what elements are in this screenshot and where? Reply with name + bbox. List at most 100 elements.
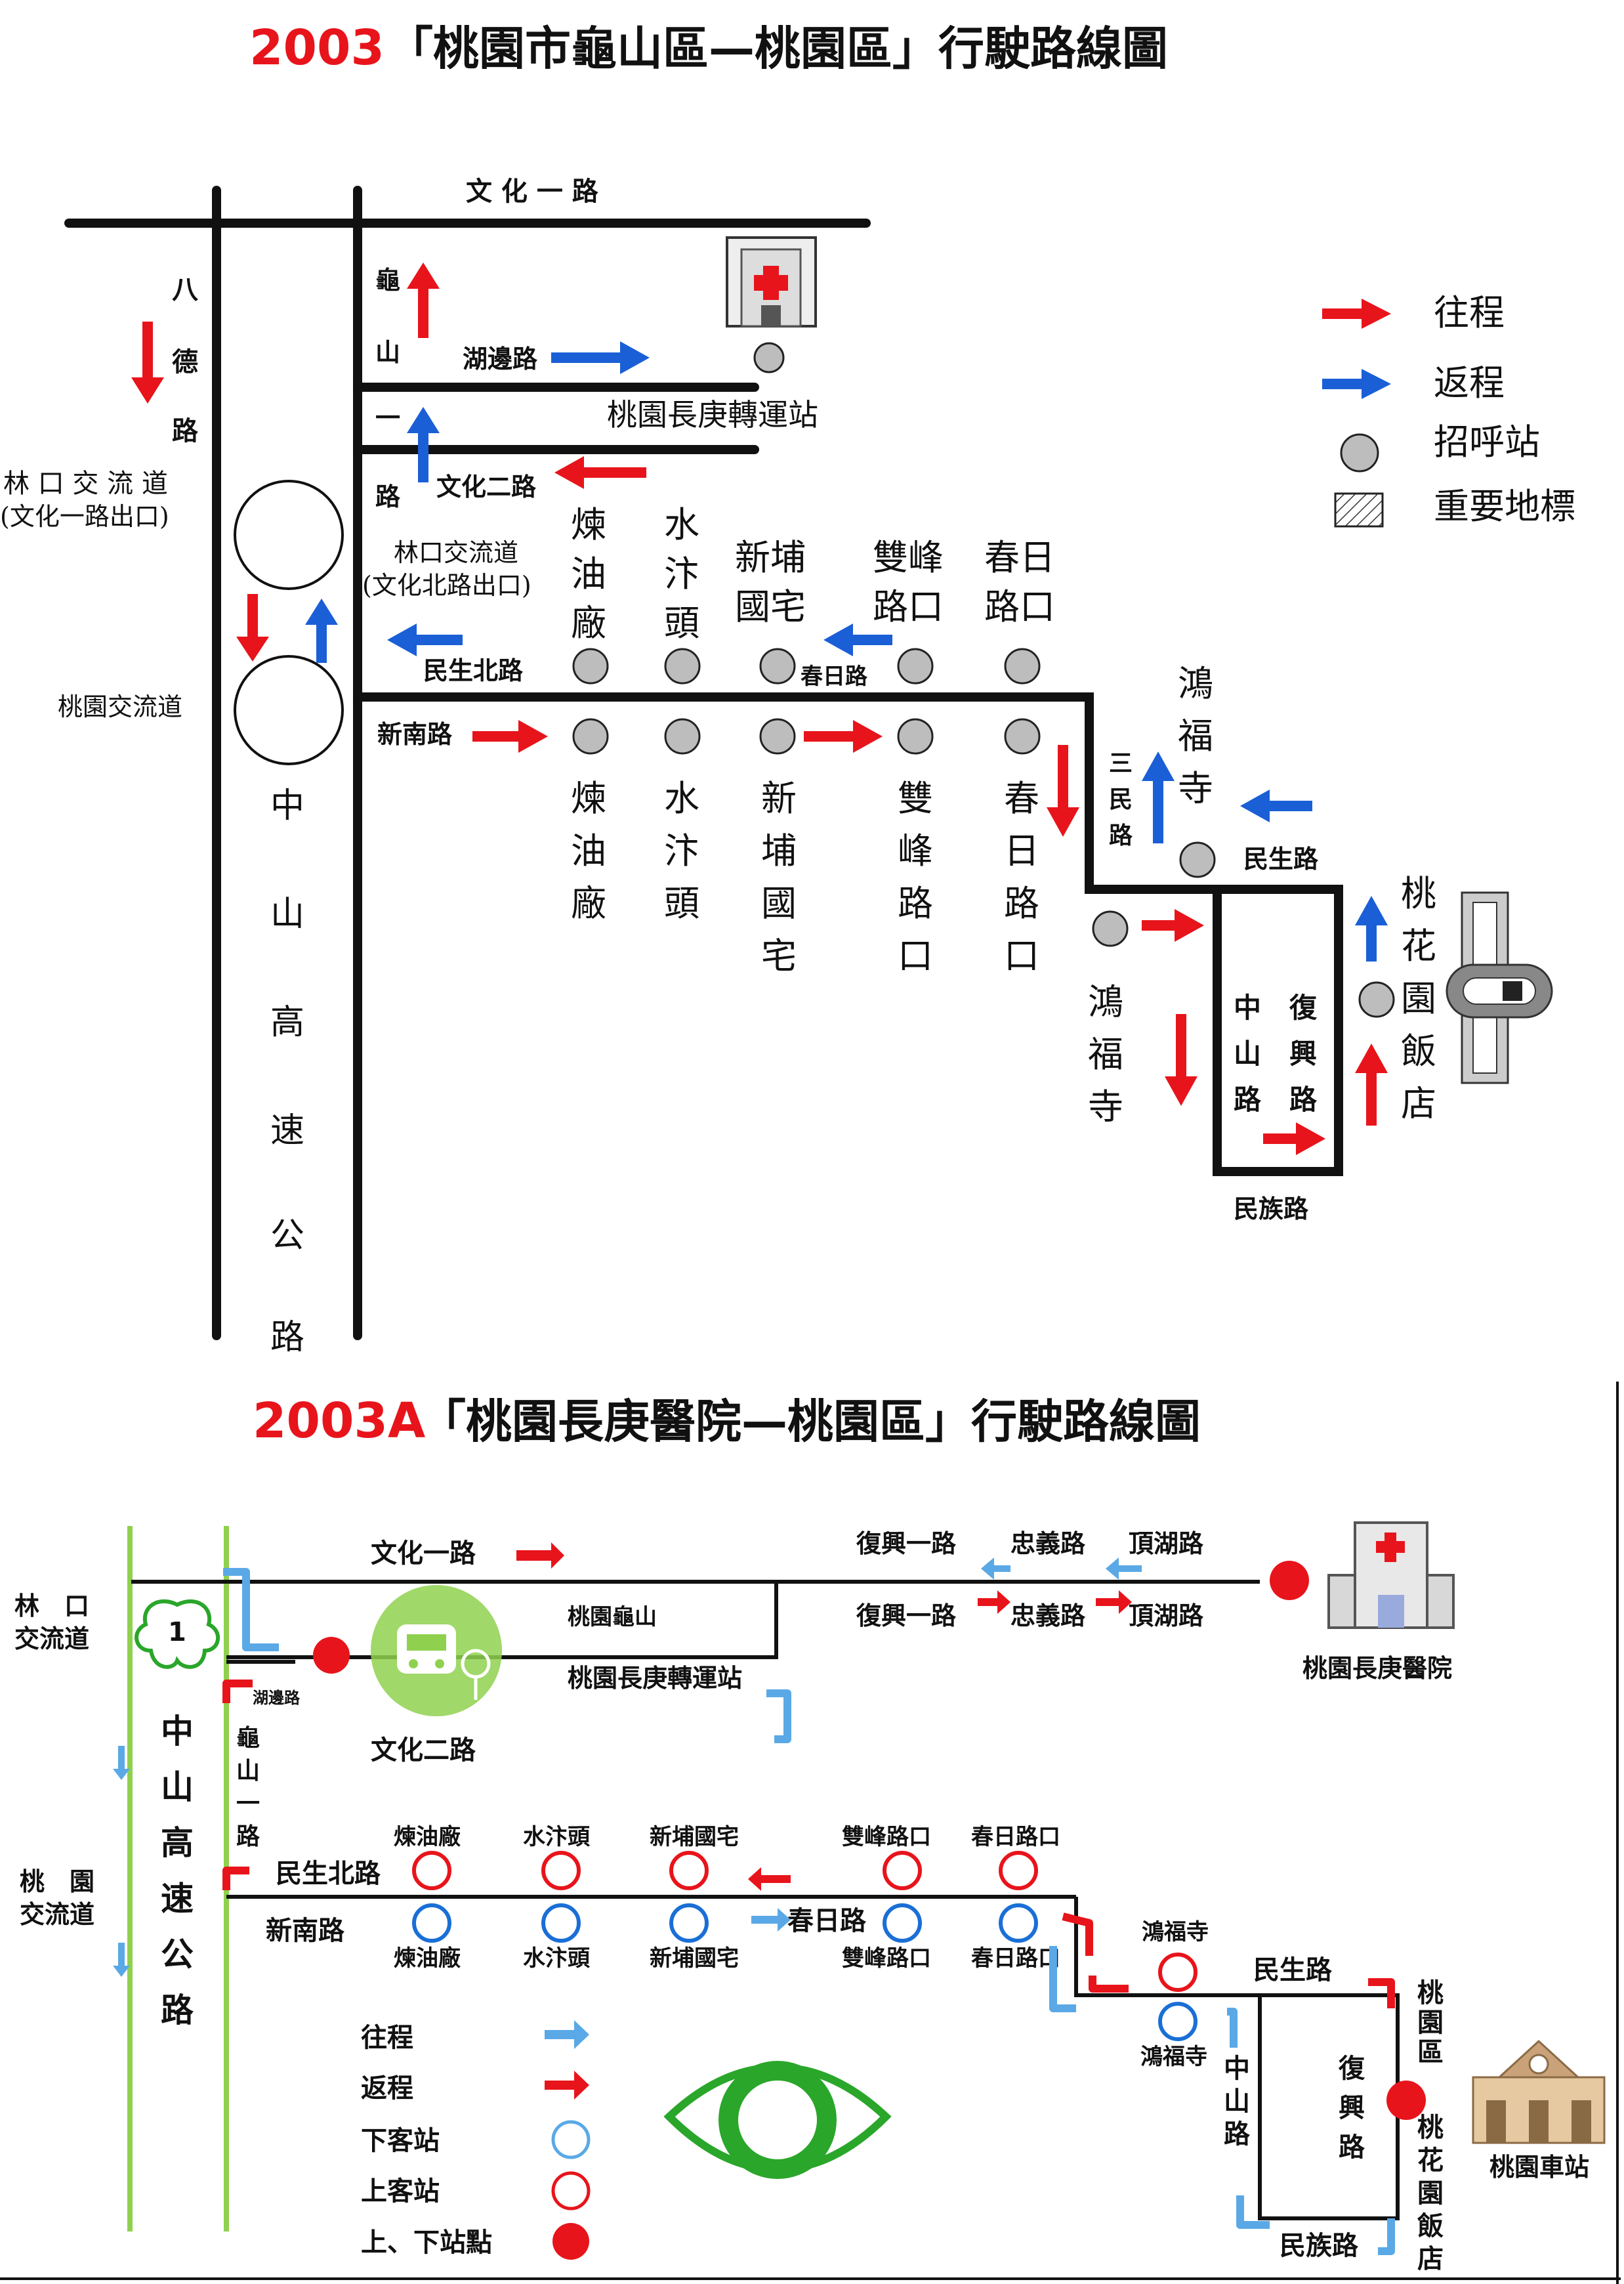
svg-text:中: 中 <box>270 786 304 826</box>
map2-hospital-icon <box>1327 1521 1455 1629</box>
svg-text:水: 水 <box>664 504 699 545</box>
svg-text:水: 水 <box>664 778 699 819</box>
svg-text:鴻: 鴻 <box>1088 981 1123 1023</box>
map1-road-sanmin-3: 路 <box>1109 822 1133 849</box>
svg-text:速: 速 <box>161 1880 194 1918</box>
legend2-combined-icon <box>552 2223 589 2260</box>
return-arrow <box>551 341 650 374</box>
return-arrow <box>823 624 892 656</box>
return-arrow <box>387 624 463 656</box>
map1-road-linkou-ic2: 林口交流道 <box>394 538 518 567</box>
stop-circle <box>759 718 796 755</box>
return-arrow <box>978 1590 1010 1614</box>
legend-return-label: 返程 <box>1434 362 1505 404</box>
map1-road-zhongshan-1: 中 <box>1234 992 1261 1024</box>
svg-text:園: 園 <box>1417 2178 1444 2209</box>
map2-taoyuan-ic-1: 桃 園 <box>20 1867 94 1896</box>
svg-text:山: 山 <box>270 895 304 934</box>
svg-text:興: 興 <box>1339 2093 1365 2123</box>
svg-text:口: 口 <box>898 935 933 977</box>
map2-emblem-icon <box>663 2061 892 2179</box>
map1-railway-station-icon <box>1446 891 1553 1084</box>
svg-text:龜: 龜 <box>236 1725 260 1752</box>
legend2-return-arrow <box>545 2071 589 2100</box>
map1-honfu-labels: 鴻 福 寺 鴻 福 寺 <box>1088 663 1213 1128</box>
map2-road-xinnan: 新南路 <box>266 1916 345 1946</box>
map1-road-guishan-3: 一 <box>375 404 400 433</box>
map1-title-text: 「桃園市龜山區—桃園區」行駛路線圖 <box>387 22 1168 75</box>
svg-text:高: 高 <box>161 1824 194 1862</box>
boarding-stop <box>999 1851 1038 1890</box>
svg-text:煉油廠: 煉油廠 <box>394 1945 461 1972</box>
outbound-arrow <box>1263 1122 1325 1155</box>
map2-title-text: 「桃園長庚醫院—桃園區」行駛路線圖 <box>420 1395 1201 1449</box>
svg-text:桃: 桃 <box>1417 1978 1444 2008</box>
map1-road-guishan-4: 路 <box>375 482 401 511</box>
alighting-stop <box>1158 2002 1197 2041</box>
map2-road-guishan1: 龜 山 一 路 <box>236 1725 260 1850</box>
stop-circle <box>1004 648 1041 685</box>
svg-text:路: 路 <box>161 1991 194 2029</box>
map2-road-minsheng-n: 民生北路 <box>276 1859 381 1889</box>
alighting-stop <box>999 1903 1038 1943</box>
outbound-arrow <box>751 1908 791 1932</box>
outbound-arrow <box>1355 1044 1388 1126</box>
map1-road-minsheng: 民生路 <box>1243 845 1319 874</box>
map1-road-guishan-1: 龜 <box>375 266 400 295</box>
legend2-board-icon <box>551 2171 591 2210</box>
svg-text:飯: 飯 <box>1417 2211 1444 2241</box>
map1-road-linkou-ic-sub: (文化一路出口) <box>0 502 169 531</box>
map2-transit-station-icon <box>371 1585 502 1716</box>
svg-text:煉: 煉 <box>571 504 606 545</box>
outbound-arrow <box>407 263 440 338</box>
svg-text:公: 公 <box>161 1935 194 1974</box>
return-arrow <box>748 1867 791 1891</box>
svg-text:汴: 汴 <box>664 553 699 595</box>
alighting-stop <box>669 1903 709 1943</box>
map1-legend: 往程 返程 招呼站 重要地標 <box>1322 292 1575 528</box>
map1-road-minzu: 民族路 <box>1234 1195 1309 1223</box>
map2-freeway-label: 中 山 高 速 公 路 <box>161 1712 194 2029</box>
svg-text:福: 福 <box>1088 1034 1123 1075</box>
map1: 2003 「桃園市龜山區—桃園區」行駛路線圖 文 化 一 路 八 德 路 龜 山… <box>0 20 1575 1357</box>
svg-text:日: 日 <box>1004 830 1039 872</box>
map2-road-zhongyi-top: 忠義路 <box>1010 1529 1086 1558</box>
svg-text:山: 山 <box>236 1758 260 1785</box>
alighting-stop <box>883 1903 922 1943</box>
map1-road-wenhua2: 文化二路 <box>436 473 537 501</box>
map2-road-minsheng: 民生路 <box>1253 1955 1333 1985</box>
map2-linkou-ic-2: 交流道 <box>14 1624 89 1653</box>
stop-circle <box>759 648 796 685</box>
map1-road-sanmin-1: 三 <box>1109 750 1133 777</box>
return-arrow <box>516 1542 564 1569</box>
svg-text:桃: 桃 <box>1401 873 1436 914</box>
boarding-stop <box>1158 1953 1197 1992</box>
legend-stop-label: 招呼站 <box>1434 421 1540 463</box>
stop-circle <box>753 342 785 373</box>
map2-title-code: 2003A <box>253 1393 425 1449</box>
legend2-combined-label: 上、下站點 <box>361 2228 492 2258</box>
map1-road-taoyuan-ic: 桃園交流道 <box>58 692 182 721</box>
svg-text:峰: 峰 <box>898 830 933 872</box>
map2-railway-station-icon <box>1472 2039 1606 2144</box>
svg-text:油: 油 <box>571 830 606 872</box>
svg-text:水汴頭: 水汴頭 <box>523 1824 591 1850</box>
outbound-arrow <box>1142 909 1204 942</box>
map1-title-code: 2003 <box>249 20 385 76</box>
map2-stop-labels: 煉油廠 水汴頭 新埔國宅 雙峰路口 春日路口 煉油廠 水汴頭 新埔國宅 雙峰路口… <box>394 1824 1209 2070</box>
svg-text:路口: 路口 <box>873 586 944 627</box>
stop-circle <box>1004 718 1041 755</box>
map1-freeway-label: 中 山 高 速 公 路 <box>270 786 304 1357</box>
svg-text:春日路口: 春日路口 <box>971 1824 1060 1850</box>
svg-text:雙峰: 雙峰 <box>873 537 944 578</box>
outbound-arrow <box>804 720 883 753</box>
svg-text:中: 中 <box>1224 2054 1250 2084</box>
map2-taoyuan-dist: 桃 園 區 <box>1417 1978 1444 2067</box>
svg-text:速: 速 <box>270 1111 304 1151</box>
stop-circle <box>664 648 701 685</box>
svg-text:店: 店 <box>1401 1083 1436 1124</box>
svg-text:新埔: 新埔 <box>735 537 806 578</box>
svg-text:頭: 頭 <box>664 883 699 924</box>
boarding-stop <box>669 1851 709 1890</box>
svg-text:山: 山 <box>161 1768 194 1806</box>
